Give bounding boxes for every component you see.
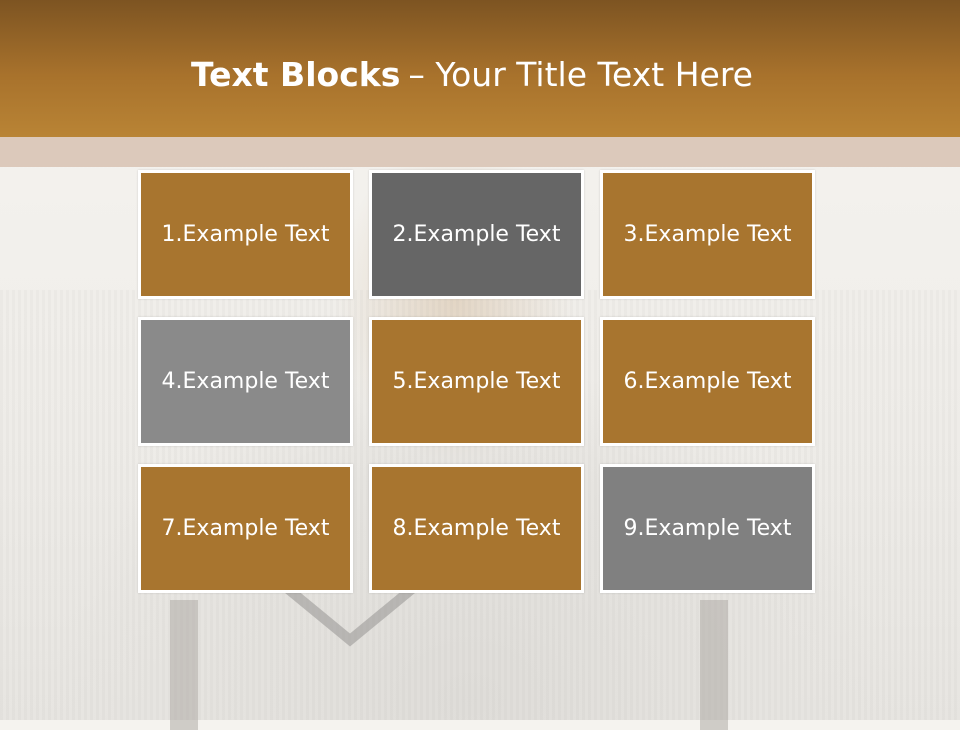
text-block-8[interactable]: 8.Example Text [369, 464, 584, 593]
text-block-label: 6.Example Text [623, 369, 792, 394]
text-block-label: 1.Example Text [161, 222, 330, 247]
text-block-label: 2.Example Text [392, 222, 561, 247]
text-block-grid: 1.Example Text 2.Example Text 3.Example … [138, 170, 815, 593]
slide-title-bold: Text Blocks [191, 54, 401, 94]
slide-title-rest: – Your Title Text Here [408, 54, 753, 94]
text-block-label: 3.Example Text [623, 222, 792, 247]
background-strap-left [170, 600, 198, 730]
background-vneck-decoration [261, 566, 439, 647]
text-block-1[interactable]: 1.Example Text [138, 170, 353, 299]
text-block-9[interactable]: 9.Example Text [600, 464, 815, 593]
text-block-4[interactable]: 4.Example Text [138, 317, 353, 446]
text-block-6[interactable]: 6.Example Text [600, 317, 815, 446]
text-block-5[interactable]: 5.Example Text [369, 317, 584, 446]
text-block-label: 4.Example Text [161, 369, 330, 394]
text-block-7[interactable]: 7.Example Text [138, 464, 353, 593]
slide-title: Text Blocks – Your Title Text Here [0, 0, 944, 150]
text-block-label: 7.Example Text [161, 516, 330, 541]
text-block-3[interactable]: 3.Example Text [600, 170, 815, 299]
text-block-label: 5.Example Text [392, 369, 561, 394]
text-block-label: 9.Example Text [623, 516, 792, 541]
text-block-2[interactable]: 2.Example Text [369, 170, 584, 299]
background-strap-right [700, 600, 728, 730]
title-header-bar [0, 0, 960, 137]
header-sub-band [0, 137, 960, 167]
text-block-label: 8.Example Text [392, 516, 561, 541]
